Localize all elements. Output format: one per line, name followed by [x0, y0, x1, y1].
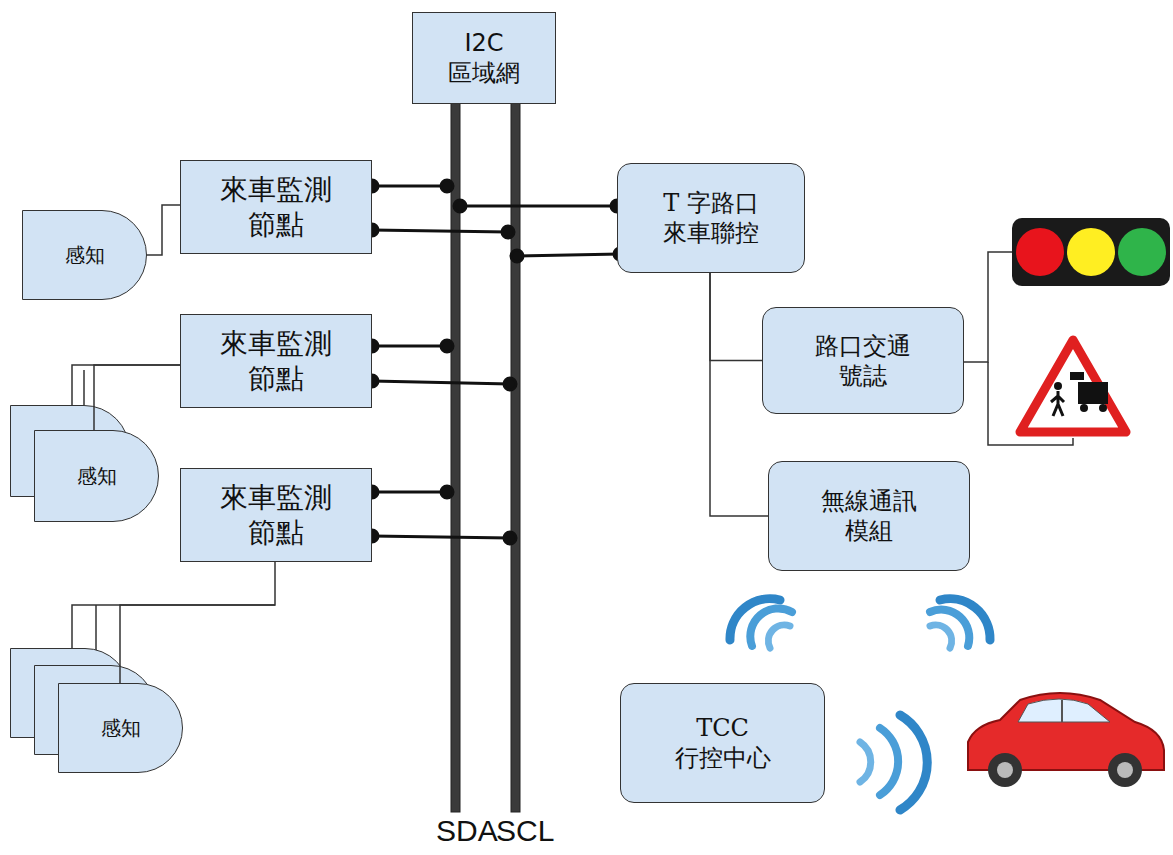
node-text: 無線通訊模組 — [813, 486, 925, 546]
node-text: 感知 — [101, 716, 141, 741]
monitor-node-box: 來車監測節點 — [180, 314, 372, 408]
controller-box: T 字路口 來車聯控 — [617, 163, 805, 273]
connector-line — [710, 273, 768, 516]
monitor-node-box: 來車監測節點 — [180, 160, 372, 254]
wireless-module-box: 無線通訊模組 — [768, 461, 970, 571]
traffic-light — [1012, 218, 1170, 286]
node-text: T 字路口 來車聯控 — [644, 188, 778, 248]
connector-line — [94, 365, 180, 430]
node-text: 感知 — [77, 464, 117, 489]
node-text: TCC 行控中心 — [651, 713, 794, 773]
signal-name: SCL — [496, 814, 554, 848]
node-text: 來車監測節點 — [217, 326, 335, 396]
sensor-shape: 感知 — [22, 210, 147, 300]
traffic-signal-box: 路口交通號誌 — [762, 307, 964, 414]
control-center-box: TCC 行控中心 — [620, 683, 825, 803]
sensor-shape: 感知 — [34, 430, 159, 522]
node-text: 來車監測節點 — [217, 480, 335, 550]
car-illustration — [968, 693, 1164, 787]
node-text: 感知 — [65, 243, 105, 268]
warning-sign — [1020, 340, 1126, 432]
sensor-shape: 感知 — [58, 683, 183, 773]
signal-name: SDA — [436, 814, 498, 848]
connector-line — [145, 205, 180, 255]
node-text: 路口交通號誌 — [807, 331, 919, 391]
node-text: 來車監測節點 — [217, 172, 335, 242]
bus-box: I2C 區域網 — [412, 12, 556, 104]
monitor-node-box: 來車監測節點 — [180, 468, 372, 562]
connector-line — [120, 562, 275, 683]
bus-taps — [366, 180, 626, 544]
node-text: I2C 區域網 — [443, 28, 525, 88]
connector-line — [710, 273, 762, 361]
